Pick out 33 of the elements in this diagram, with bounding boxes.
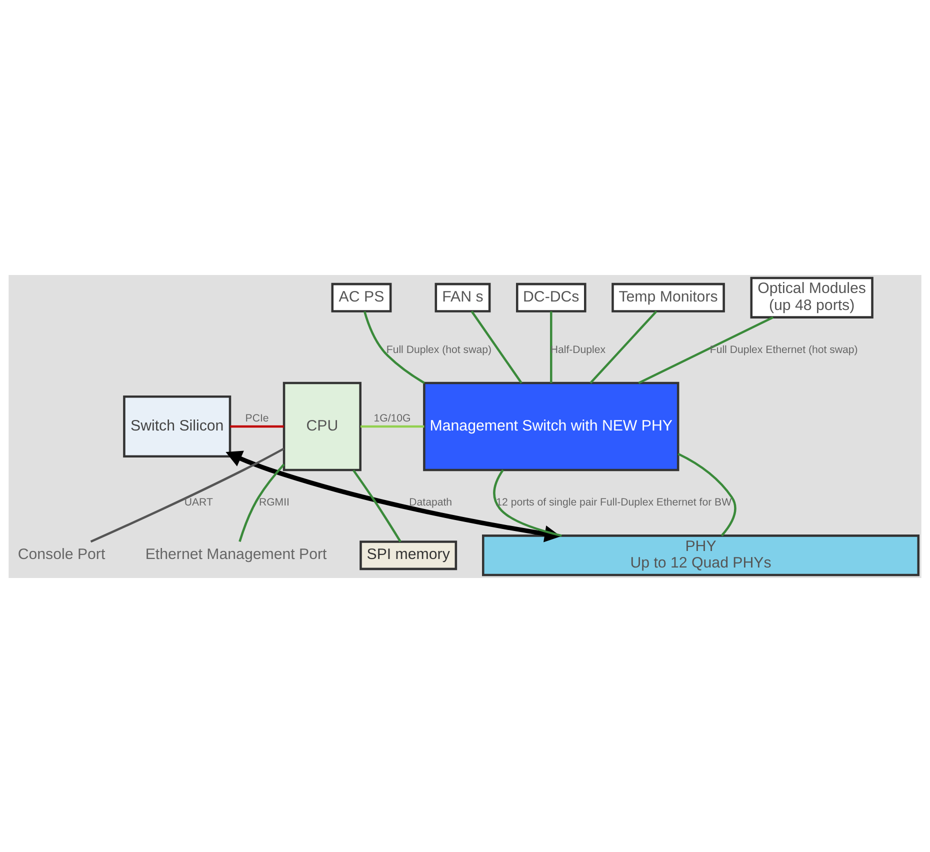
- edge-label: Datapath: [409, 496, 452, 508]
- node-box: Optical Modules (up 48 ports): [750, 276, 874, 318]
- node-box: SPI memory: [360, 540, 458, 570]
- node-box: FAN s: [434, 282, 491, 312]
- connector: [678, 452, 736, 536]
- node-box: CPU: [282, 381, 362, 471]
- connector: [360, 424, 424, 428]
- connector: [352, 469, 402, 542]
- node-box: DC-DCs: [516, 282, 586, 312]
- edge-label: 1G/10G: [374, 412, 411, 424]
- node-box: Management Switch with NEW PHY: [423, 381, 680, 471]
- edge-label: UART: [184, 496, 213, 508]
- connector: [470, 310, 522, 384]
- node-text: Ethernet Management Port: [145, 546, 327, 563]
- connector: [363, 310, 425, 384]
- node-box: PHY Up to 12 Quad PHYs: [482, 534, 920, 576]
- edge-label: 12 ports of single pair Full-Duplex Ethernet for BW: [496, 496, 732, 508]
- connector: [638, 316, 774, 384]
- connector: [590, 310, 658, 384]
- connector: [550, 310, 552, 382]
- edge-label: RGMII: [258, 496, 290, 508]
- edge-label: PCIe: [245, 412, 269, 424]
- connector: [238, 463, 285, 542]
- arrow: [226, 450, 561, 542]
- edge-label: Full Duplex (hot swap): [386, 343, 492, 356]
- connector: [90, 447, 284, 542]
- connector: [493, 468, 562, 536]
- node-box: Switch Silicon: [123, 395, 232, 457]
- node-text: Console Port: [18, 546, 106, 563]
- node-box: AC PS: [331, 282, 392, 312]
- node-box: Temp Monitors: [612, 282, 725, 312]
- connector: [230, 424, 284, 428]
- edge-label: Full Duplex Ethernet (hot swap): [710, 343, 858, 356]
